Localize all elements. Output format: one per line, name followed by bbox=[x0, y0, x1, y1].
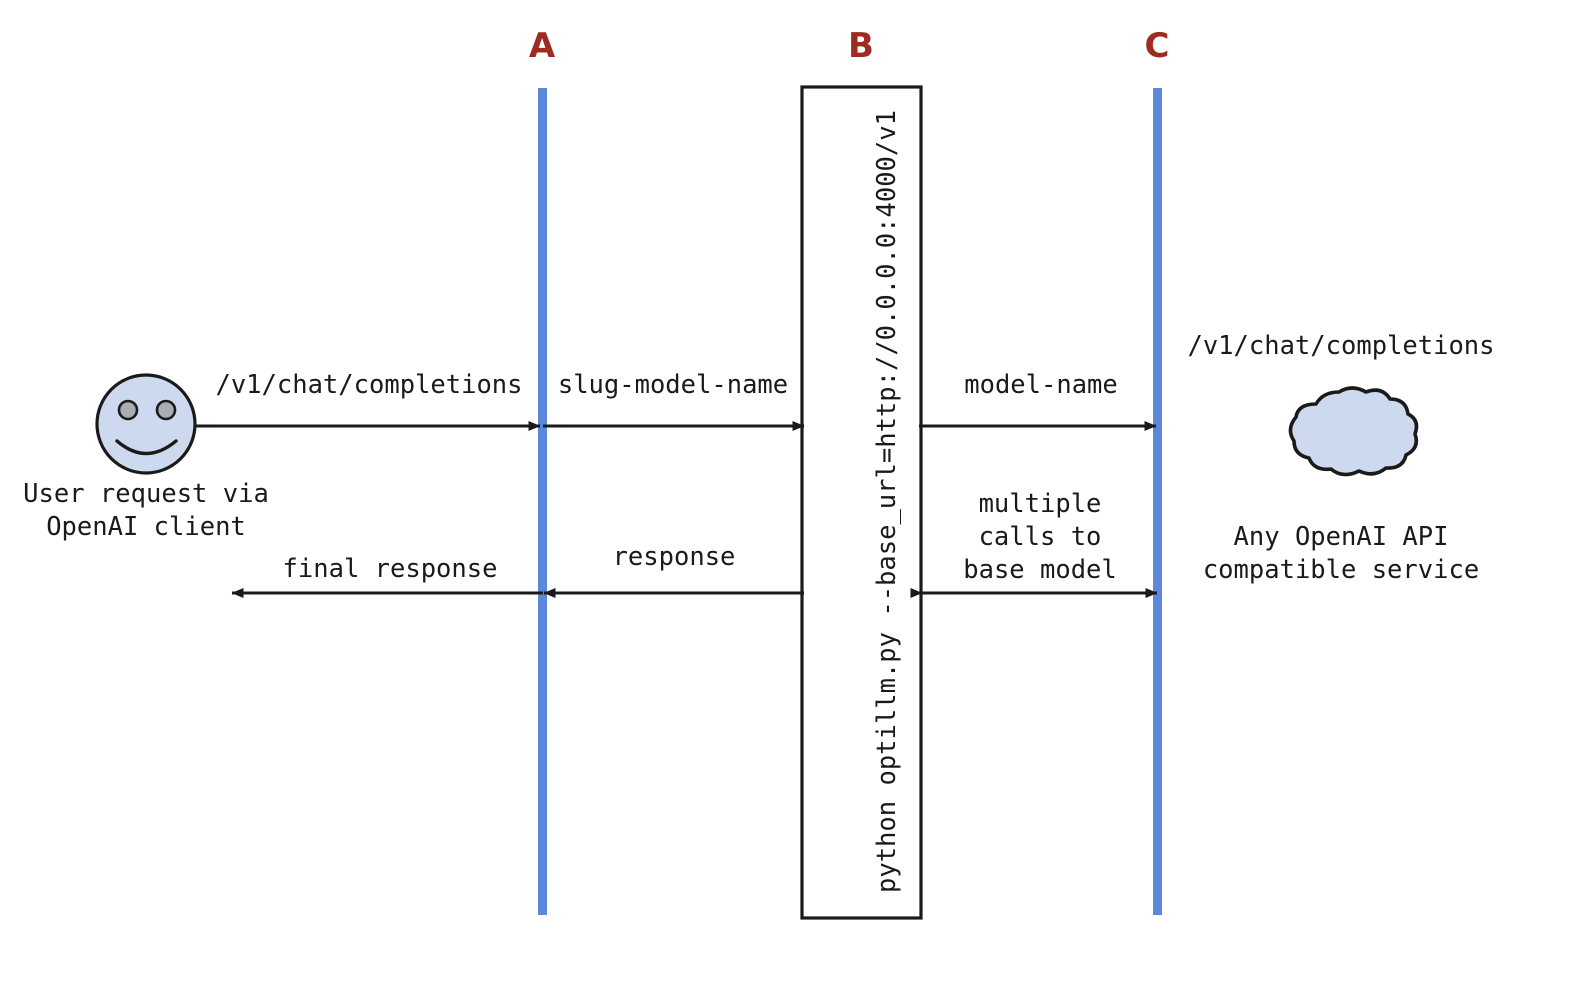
message-label-user-to-a: /v1/chat/completions bbox=[215, 370, 523, 400]
message-label-b-c-multi-line2: calls to bbox=[978, 522, 1102, 552]
smiley-face-icon bbox=[95, 373, 197, 475]
cloud-icon bbox=[1288, 386, 1419, 477]
participant-label-c: C bbox=[1144, 26, 1170, 66]
message-label-b-to-a: response bbox=[612, 542, 736, 572]
participant-label-a: A bbox=[528, 26, 556, 66]
service-endpoint-label: /v1/chat/completions bbox=[1187, 331, 1495, 361]
user-actor-caption-line1: User request via bbox=[23, 479, 269, 509]
message-label-b-to-c: model-name bbox=[964, 370, 1118, 400]
user-actor-caption-line2: OpenAI client bbox=[46, 512, 246, 542]
proxy-box-command-label: python optillm.py --base_url=http://0.0.… bbox=[872, 110, 902, 893]
lifeline-a bbox=[538, 88, 547, 915]
message-label-b-c-multi-line1: multiple bbox=[978, 489, 1102, 519]
service-caption-line2: compatible service bbox=[1202, 555, 1480, 585]
lifeline-c bbox=[1153, 88, 1162, 915]
proxy-box bbox=[800, 85, 923, 920]
participant-label-b: B bbox=[848, 26, 874, 66]
message-label-a-to-b: slug-model-name bbox=[557, 370, 789, 400]
message-label-a-to-user: final response bbox=[282, 554, 498, 584]
message-label-b-c-multi-line3: base model bbox=[963, 555, 1117, 585]
service-caption-line1: Any OpenAI API bbox=[1233, 522, 1449, 552]
